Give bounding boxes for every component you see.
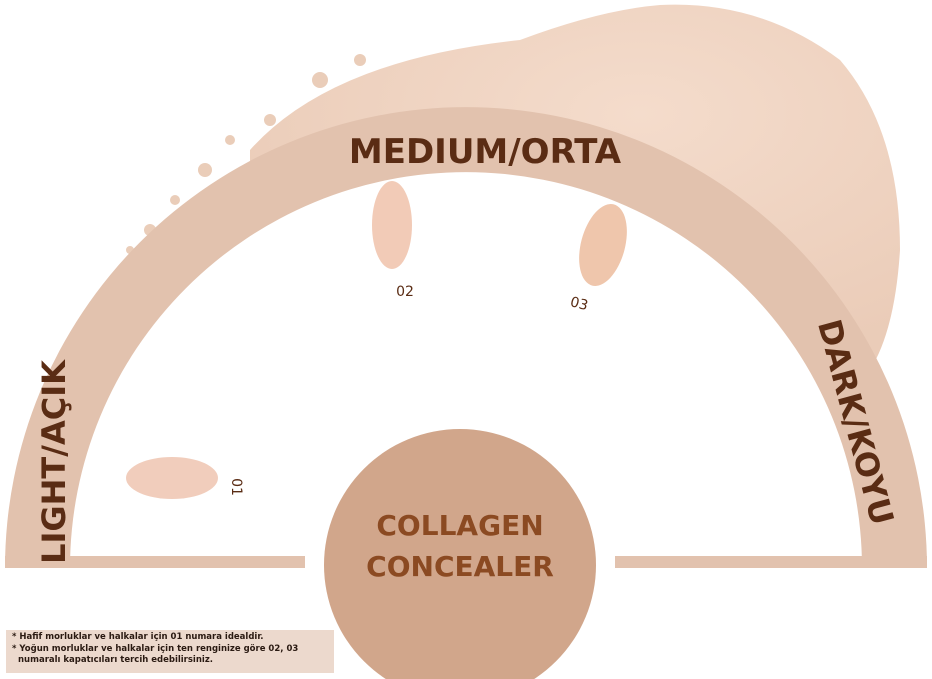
label-medium: MEDIUM/ORTA (349, 132, 622, 172)
shade-02-label: 02 (396, 284, 414, 300)
swatch-02 (372, 181, 412, 269)
product-title-line2: CONCEALER (366, 550, 554, 583)
shade-03-label: 03 (568, 294, 589, 314)
powder-specks (126, 54, 366, 254)
note-2: * Yoğun morluklar ve halkalar için ten r… (12, 643, 299, 666)
usage-notes: * Hafif morluklar ve halkalar için 01 nu… (6, 630, 334, 673)
product-circle (324, 429, 596, 679)
arc-base-right (615, 556, 927, 568)
label-light: LIGHT/AÇIK (35, 359, 73, 564)
arc-base-left (5, 556, 305, 568)
swatch-03 (579, 204, 627, 286)
note-1: * Hafif morluklar ve halkalar için 01 nu… (12, 632, 264, 642)
foundation-smear (250, 4, 900, 370)
shade-01-label: 01 (228, 478, 244, 496)
swatch-01 (126, 457, 218, 499)
product-title-line1: COLLAGEN (376, 509, 543, 542)
shade-arc-band (5, 107, 927, 568)
